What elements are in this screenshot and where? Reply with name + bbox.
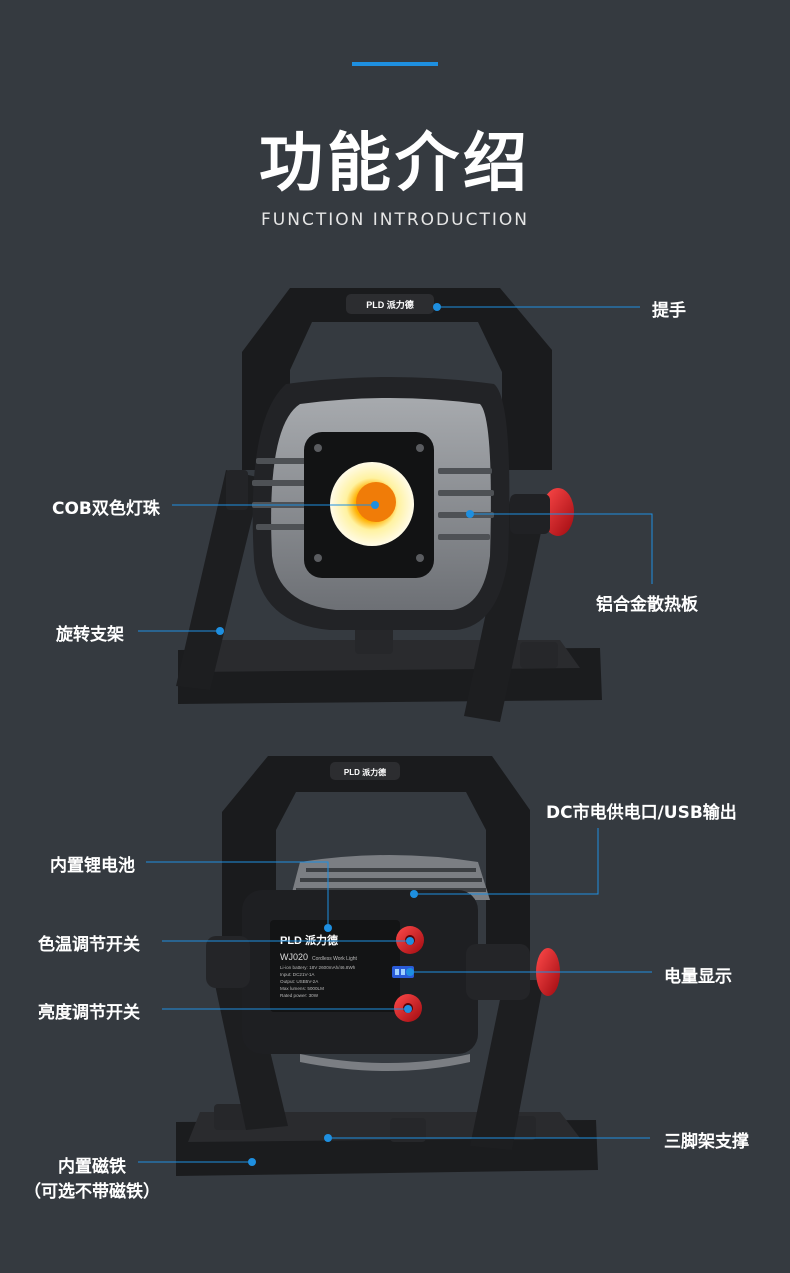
product-label-brand: PLD 派力德 [280, 933, 338, 947]
callout-magnet-line2: （可选不带磁铁） [24, 1182, 160, 1202]
product-label-spec: Rated power: 30W [280, 993, 319, 998]
callout-stand: 旋转支架 [56, 625, 124, 645]
product-label-spec: Li-ion battery: 18V 2600mAh/46.8Wh [280, 965, 356, 970]
page-title: 功能介绍 [259, 127, 531, 201]
back-handle-logo: PLD 派力德 [344, 767, 386, 777]
front-handle-logo-plate [346, 294, 434, 314]
back-right-arm [470, 980, 544, 1150]
back-left-arm [214, 980, 288, 1130]
callout-dots [216, 303, 474, 1166]
product-label-desc: Cordless Work Light [312, 956, 358, 962]
product-label-model: WJ020 [280, 952, 308, 962]
accent-bar [352, 62, 438, 66]
back-lamp: PLD 派力德 PLD 派力德 WJ020 Cordless Work Ligh… [176, 756, 598, 1176]
page-subtitle: FUNCTION INTRODUCTION [261, 210, 529, 230]
callout-cob: COB双色灯珠 [52, 499, 160, 519]
callout-battery: 内置锂电池 [50, 856, 135, 876]
callout-color-temp: 色温调节开关 [38, 935, 140, 955]
product-label-spec: Max lumens: 5000LM [280, 986, 324, 991]
callout-dc-usb: DC市电供电口/USB输出 [546, 803, 737, 823]
front-right-arm [464, 500, 548, 722]
callout-magnet-line1: 内置磁铁 [58, 1157, 126, 1177]
callout-heatsink: 铝合金散热板 [596, 595, 698, 615]
product-label-spec: Output: USB5V-2A [280, 979, 319, 984]
callout-power-display: 电量显示 [664, 967, 732, 987]
product-label-spec: Input: DC21V-1A [280, 972, 315, 977]
front-handle-logo: PLD 派力德 [366, 299, 414, 310]
callout-handle: 提手 [652, 301, 686, 321]
front-left-arm [176, 470, 262, 690]
callout-brightness: 亮度调节开关 [38, 1003, 140, 1023]
product-label [270, 920, 400, 1012]
front-base-foot [520, 642, 558, 668]
callout-lines [138, 306, 653, 1163]
callout-magnet: 内置磁铁 （可选不带磁铁） [22, 1152, 162, 1202]
front-base-foot [355, 626, 393, 654]
front-lamp: PLD 派力德 [176, 288, 602, 722]
back-handle-logo-plate [330, 762, 400, 780]
callout-tripod: 三脚架支撑 [664, 1132, 749, 1152]
